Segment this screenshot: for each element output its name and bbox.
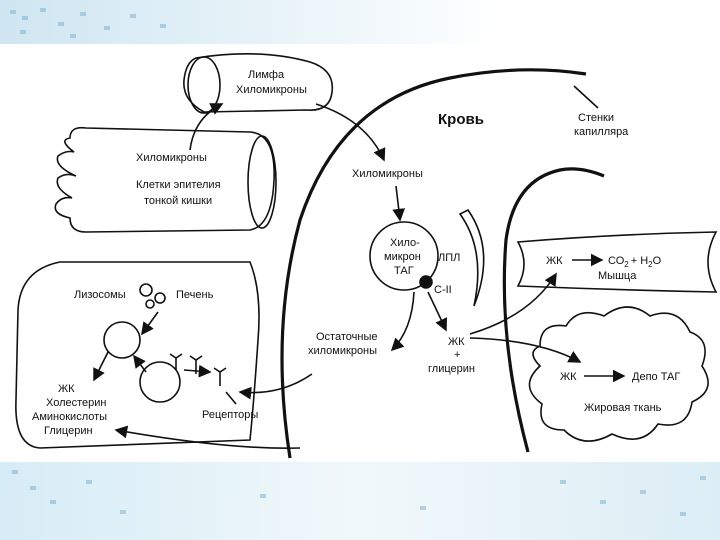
liver-output-3: Аминокислоты: [32, 411, 107, 423]
arrow-intestine-to-lymph: [189, 103, 224, 151]
receptor-3: [169, 353, 183, 370]
lymph-vessel: [183, 53, 334, 113]
arrow-to-glycerol: [114, 425, 301, 449]
muscle-fa-label: ЖК: [546, 255, 563, 267]
blood-label: Кровь: [438, 111, 484, 128]
epithelium-label-2: тонкой кишки: [144, 195, 212, 207]
muscle-label: Мышца: [598, 270, 637, 282]
lymph-label: Лимфа: [248, 69, 285, 81]
lpl-label: ЛПЛ: [438, 252, 460, 264]
intestine-cell-end: [247, 135, 277, 229]
adipose-label: Жировая ткань: [584, 402, 662, 414]
liver-output-4: Глицерин: [44, 425, 93, 437]
chylomicron-label-2: микрон: [384, 251, 421, 263]
receptors-label: Рецепторы: [202, 409, 258, 421]
chylomicron-particle: [369, 221, 439, 291]
blood-chylomicrons-label: Хиломикроны: [352, 168, 423, 180]
liver-compartment: [15, 261, 260, 449]
liver-label: Печень: [176, 289, 214, 301]
arrow-lymph-to-blood: [315, 103, 386, 162]
lymph-chylomicrons-label: Хиломикроны: [236, 84, 307, 96]
intestine-cell: [54, 126, 275, 233]
plus-label: +: [454, 349, 460, 361]
intestine-chylomicrons-label: Хиломикроны: [136, 152, 207, 164]
epithelium-label-1: Клетки эпителия: [136, 179, 221, 191]
muscle-shape: [516, 231, 718, 293]
receptor-pointer: [225, 391, 237, 405]
chylomicron-label-3: ТАГ: [394, 265, 414, 277]
apo-c2-marker: [419, 275, 433, 289]
capillary-label-2: капилляра: [574, 126, 629, 138]
apo-c2-label: С-II: [434, 284, 452, 296]
arrow-to-fa-glycerol: [427, 291, 447, 332]
lysosomes-label: Лизосомы: [74, 289, 126, 301]
capillary-wall-left: [280, 68, 587, 459]
arrow-to-remnants: [390, 291, 415, 352]
header-band: [0, 0, 720, 44]
lpl-crescent: [458, 208, 485, 307]
endosome-2: [139, 361, 181, 403]
lysosome-1: [139, 283, 153, 297]
remnant-label-1: Остаточные: [316, 331, 377, 343]
co2-h2o-label: СО2+ Н2О: [608, 255, 662, 269]
receptor-1: [189, 355, 203, 374]
arrow-to-chylomicron: [392, 185, 406, 222]
lysosome-2: [154, 292, 166, 304]
arrow-lysosome-to-endosome: [141, 311, 159, 336]
chylomicron-label-1: Хило-: [390, 237, 420, 249]
capillary-pointer: [573, 85, 599, 109]
glycerol-label: глицерин: [428, 363, 475, 375]
adipose-cloud: [528, 306, 709, 442]
arrow-to-muscle: [469, 272, 557, 335]
lymph-vessel-opening: [187, 56, 221, 114]
adipose-fa-label: ЖК: [560, 371, 577, 383]
remnant-label-2: хиломикроны: [308, 345, 377, 357]
arrow-to-adipose: [469, 337, 582, 363]
lysosome-3: [145, 299, 155, 309]
liver-output-2: Холестерин: [46, 397, 107, 409]
depot-label: Депо ТАГ: [632, 371, 680, 383]
arrow-remnants-to-liver: [238, 373, 313, 400]
capillary-wall-right: [502, 167, 605, 453]
fa-label: ЖК: [448, 336, 465, 348]
liver-output-1: ЖК: [58, 383, 75, 395]
receptor-2: [213, 367, 227, 386]
endosome-1: [103, 321, 141, 359]
arrow-to-receptor: [183, 364, 212, 378]
capillary-label-1: Стенки: [578, 112, 614, 124]
arrow-endosome-fusion: [133, 354, 147, 373]
arrow-liver-output: [93, 351, 109, 382]
